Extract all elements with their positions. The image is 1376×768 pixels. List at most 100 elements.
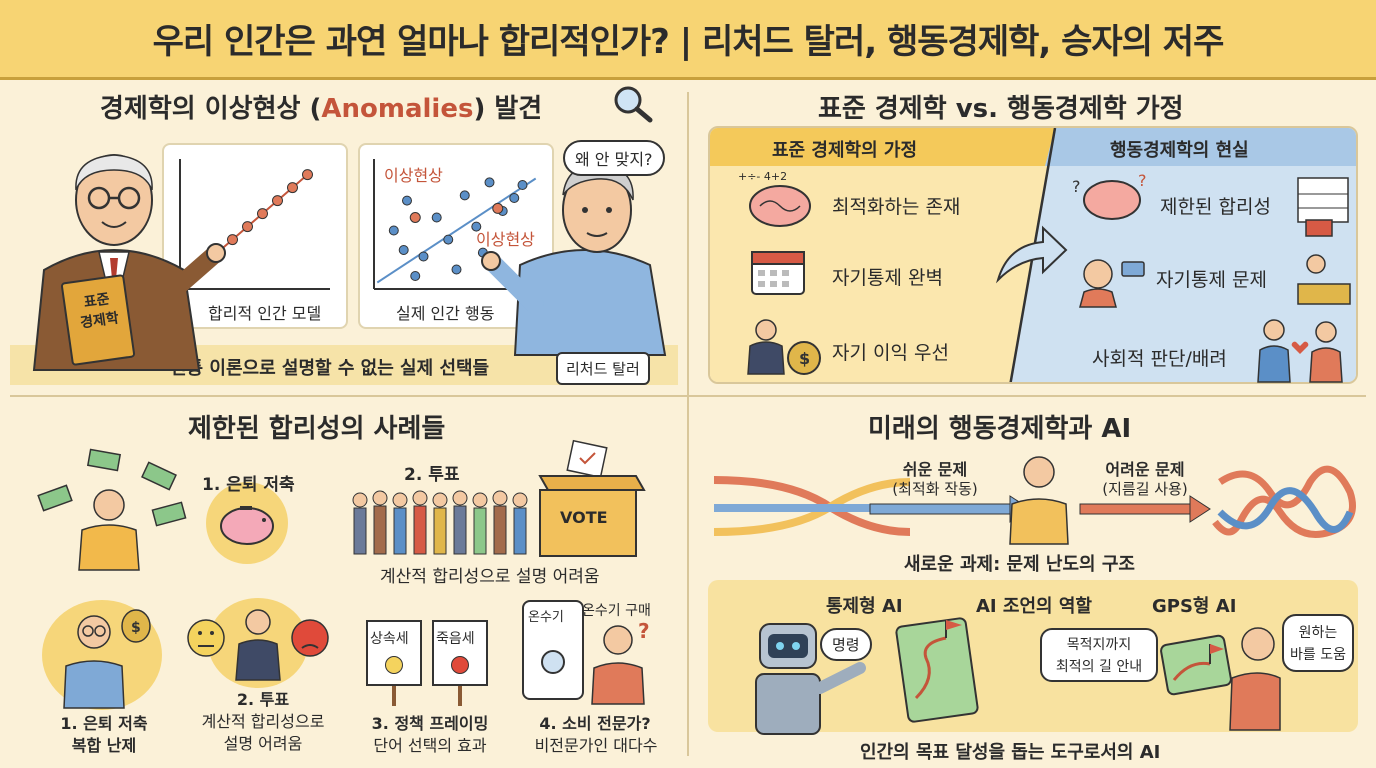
gps-user-icon <box>1160 627 1281 731</box>
hard-problem-note: (지름길 사용) <box>1102 480 1188 498</box>
sharing-people-icon <box>1257 319 1343 383</box>
hard-problem: 어려운 문제 <box>1105 460 1185 479</box>
panel4-caption: 인간의 목표 달성을 돕는 도구로서의 AI <box>860 742 1161 763</box>
robot-icon <box>755 623 866 735</box>
shopping-person-icon <box>1079 259 1145 308</box>
svg-text:?: ? <box>1138 171 1147 190</box>
panel1-caption: 전통 이론으로 설명할 수 없는 실제 선택들 <box>170 358 490 379</box>
rational-model-chart <box>162 143 348 329</box>
anomaly-label-2: 이상현상 <box>476 230 535 249</box>
market-stall-icon <box>1297 254 1351 305</box>
case2-bottom-line2: 계산적 합리성으로 <box>201 712 325 731</box>
chart2-point <box>388 225 399 236</box>
case4-line1: 4. 소비 전문가? <box>539 714 651 733</box>
horizontal-divider <box>10 395 1366 397</box>
panel2-title: 표준 경제학 vs. 행동경제학 가정 <box>818 94 1184 124</box>
chart1-point <box>287 182 298 194</box>
ai-advice-role-label: AI 조언의 역할 <box>976 596 1092 617</box>
case2-bottom-line3: 설명 어려움 <box>223 734 303 753</box>
sign-post-1 <box>392 686 396 706</box>
calendar-icon <box>751 251 805 295</box>
confused-buyer-icon: ? <box>591 619 650 705</box>
money-juggling-person <box>37 448 187 571</box>
behavioral-item-2: 자기통제 문제 <box>1156 269 1267 291</box>
angry-face-icon <box>451 656 469 674</box>
case2-bottom-line1: 2. 투표 <box>236 690 290 709</box>
voters-queue <box>352 490 528 555</box>
chart2-point <box>451 264 462 275</box>
easy-problem: 쉬운 문제 <box>902 460 968 479</box>
help-line1: 원하는 <box>1298 625 1338 641</box>
businessman-moneybag-icon: $ <box>747 319 821 375</box>
panel3-title: 제한된 합리성의 사례들 <box>188 414 446 444</box>
retirement-saver-icon: $ <box>63 609 151 709</box>
anomaly-label-1: 이상현상 <box>384 166 443 185</box>
command-bubble: 명령 <box>820 628 872 661</box>
sign-inheritance-label: 상속세 <box>370 631 409 647</box>
case1-bottom-line1: 1. 은퇴 저축 <box>60 714 148 733</box>
brain-calculating-icon <box>749 185 811 227</box>
neutral-face-icon <box>385 656 403 674</box>
chart2-point <box>431 212 442 223</box>
svg-text:?: ? <box>638 619 650 643</box>
chart1-point <box>242 221 253 233</box>
panel1-title-accent: Anomalies <box>321 94 474 124</box>
tablet-map-control-icon <box>895 617 979 723</box>
thaler-name-tag: 리처드 탈러 <box>556 352 650 385</box>
gps-route-bubble <box>1040 628 1158 682</box>
chart2-point <box>398 245 409 255</box>
chart2-point <box>443 234 454 245</box>
heater-buy-label: 온수기 구매 <box>582 603 651 619</box>
chart1-point <box>302 169 313 181</box>
behavioral-item-1: 제한된 합리성 <box>1160 196 1271 218</box>
thaler-speech-bubble: 왜 안 맞지? <box>563 140 665 176</box>
emotion-voter-icon <box>187 609 329 681</box>
case2-top-label: 2. 투표 <box>404 465 460 485</box>
svg-text:?: ? <box>1072 177 1081 196</box>
svg-text:$: $ <box>131 620 141 636</box>
magnifier-icon <box>614 86 653 123</box>
chart2-anomaly-point <box>409 212 421 223</box>
sign-death-label: 죽음세 <box>436 631 475 647</box>
vote-label: VOTE <box>560 508 608 527</box>
case2-top-caption: 계산적 합리성으로 설명 어려움 <box>380 567 600 587</box>
new-task-label: 새로운 과제: 문제 난도의 구조 <box>904 554 1135 575</box>
rational-model-label: 합리적 인간 모델 <box>208 304 322 323</box>
help-bubble <box>1282 614 1354 672</box>
chart1-point <box>227 234 238 246</box>
sign-inheritance-tax <box>366 620 422 686</box>
easy-problem-note: (최적화 작동) <box>892 480 978 498</box>
panel1-title-b: ) 발견 <box>473 94 543 124</box>
chart1-point <box>272 195 283 207</box>
help-line2: 바를 도움 <box>1290 647 1346 663</box>
panel1-title: 경제학의 이상현상 (Anomalies) 발견 <box>100 88 542 125</box>
case4-line2: 비전문가인 대다수 <box>534 736 658 755</box>
chart2-anomaly-point <box>492 202 504 214</box>
control-ai-label: 통제형 AI <box>826 596 903 617</box>
piggy-bank-icon <box>220 506 274 545</box>
store-shelf-icon <box>1297 177 1349 237</box>
chart1-point <box>257 208 268 220</box>
sign-death-tax <box>432 620 488 686</box>
gps-route-line1: 목적지까지 <box>1066 637 1132 653</box>
standard-item-2: 자기통제 완벽 <box>832 267 943 289</box>
swap-arrow-icon <box>995 225 1068 284</box>
chart2-point <box>484 177 495 188</box>
thaler-illustration <box>481 164 667 356</box>
page-title: 우리 인간은 과연 얼마나 합리적인가? | 리처드 탈러, 행동경제학, 승자… <box>0 0 1376 80</box>
ballot-box-icon <box>538 439 646 557</box>
actual-behavior-label: 실제 인간 행동 <box>396 304 495 323</box>
gps-ai-label: GPS형 AI <box>1152 596 1237 617</box>
svg-text:$: $ <box>799 349 810 368</box>
case3-line2: 단어 선택의 효과 <box>373 736 487 755</box>
water-heater-icon <box>522 600 584 700</box>
actual-behavior-plot <box>373 159 539 290</box>
chart2-point <box>418 251 429 262</box>
standard-item-3: 자기 이익 우선 <box>832 342 949 364</box>
chart2-point <box>402 195 412 206</box>
chart2-point <box>517 180 528 190</box>
panel4-title: 미래의 행동경제학과 AI <box>868 414 1132 444</box>
case1-top-label: 1. 은퇴 저축 <box>202 475 295 495</box>
case3-line1: 3. 정책 프레이밍 <box>371 714 489 733</box>
heater-label: 온수기 <box>528 610 564 625</box>
